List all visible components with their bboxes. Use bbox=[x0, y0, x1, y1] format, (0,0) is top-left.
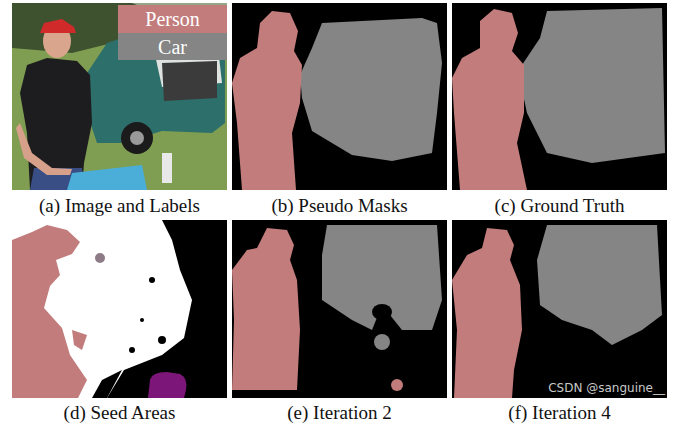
noise bbox=[140, 318, 144, 322]
photo-panel bbox=[12, 3, 227, 190]
person-mask bbox=[391, 379, 403, 391]
background bbox=[452, 220, 667, 398]
person-arm bbox=[16, 123, 72, 175]
figure-panel: (c) Ground Truth bbox=[452, 3, 667, 215]
legend-swatch: Car bbox=[118, 33, 227, 60]
noise bbox=[158, 336, 166, 344]
background bbox=[232, 3, 447, 190]
figure-panel: (f) Iteration 4 bbox=[452, 220, 667, 432]
car-mask bbox=[518, 8, 665, 163]
bottle bbox=[162, 153, 172, 183]
person-mask bbox=[452, 228, 522, 398]
car-mask bbox=[322, 225, 442, 330]
noise bbox=[129, 347, 135, 353]
panel-caption: (b) Pseudo Masks bbox=[232, 194, 447, 217]
other-seed bbox=[148, 372, 186, 398]
hub bbox=[130, 131, 144, 145]
panel-caption: (d) Seed Areas bbox=[12, 401, 227, 424]
seed-panel bbox=[12, 220, 227, 398]
person-mask bbox=[452, 9, 527, 190]
person-seed bbox=[72, 330, 87, 350]
figure-panel: (e) Iteration 2 bbox=[232, 220, 447, 432]
car-mask bbox=[537, 225, 662, 345]
person-mask bbox=[232, 11, 302, 190]
mask-panel bbox=[452, 3, 667, 190]
legend-swatch: Person bbox=[118, 5, 227, 33]
legend-label: Person bbox=[145, 7, 199, 31]
figure-panel: (b) Pseudo Masks bbox=[232, 3, 447, 215]
car-mask bbox=[374, 334, 390, 350]
figure-panel: (a) Image and Labels bbox=[12, 3, 227, 215]
background bbox=[12, 220, 227, 398]
panel-caption: (a) Image and Labels bbox=[12, 194, 227, 217]
panel-caption: (f) Iteration 4 bbox=[452, 401, 667, 424]
legend-label: Car bbox=[158, 35, 187, 59]
person-seed bbox=[12, 225, 87, 398]
car-mask bbox=[300, 18, 442, 161]
mask-panel bbox=[452, 220, 667, 398]
unknown-area bbox=[107, 220, 227, 398]
car-seed bbox=[95, 253, 105, 263]
watermark: CSDN @sanguine__ bbox=[548, 381, 665, 395]
figure-panel: (d) Seed Areas bbox=[12, 220, 227, 432]
wheel bbox=[121, 122, 153, 154]
noise bbox=[149, 277, 155, 283]
mask-panel bbox=[232, 3, 447, 190]
person-cap bbox=[40, 19, 76, 33]
grass bbox=[12, 3, 227, 190]
hole bbox=[372, 304, 392, 320]
mask-panel bbox=[232, 220, 447, 398]
tray bbox=[67, 165, 147, 190]
background bbox=[232, 220, 447, 398]
panel-caption: (e) Iteration 2 bbox=[232, 401, 447, 424]
car-trunk bbox=[162, 61, 217, 101]
person-mask bbox=[232, 228, 300, 390]
panel-caption: (c) Ground Truth bbox=[452, 194, 667, 217]
background bbox=[452, 3, 667, 190]
unknown-area bbox=[92, 370, 122, 398]
